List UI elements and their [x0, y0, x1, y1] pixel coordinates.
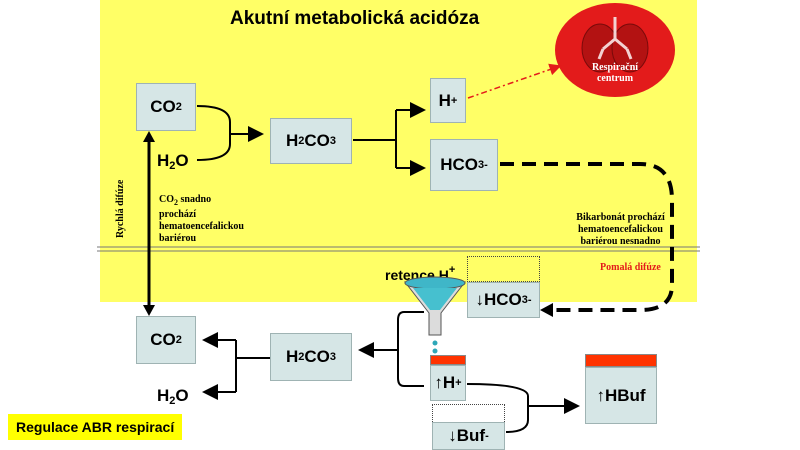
co2-note-sub: 2: [174, 198, 178, 207]
hco3-slow-diffusion-path: [500, 162, 674, 312]
bottom-h-sup: +: [455, 377, 462, 389]
bicarbonate-note-line3: bariérou nesnadno: [580, 236, 661, 247]
bottom-co2-sub: 2: [175, 334, 182, 346]
top-h2o-label: H2O: [157, 151, 189, 172]
bicarbonate-note: Bikarbonát prochází hematoencefalickou b…: [558, 212, 683, 248]
bottom-hbuf-box: ↑HBuf: [585, 367, 657, 424]
respiratory-centre-line2: centrum: [596, 73, 634, 84]
h-plus-to-centre-arrow: [467, 63, 562, 99]
slow-diffusion-label: Pomalá difúze: [600, 262, 661, 273]
bottom-h2o-sub: 2: [169, 395, 176, 407]
co2-note-line4: bariérou: [159, 233, 197, 244]
respiratory-centre-line1: Respirační: [591, 62, 639, 73]
bottom-buf-sup: -: [485, 430, 489, 442]
top-h2co3-h: H: [285, 131, 299, 150]
top-hco3-text: HCO: [440, 155, 478, 174]
top-h-sup: +: [450, 94, 458, 107]
retention-sup: +: [448, 264, 456, 276]
top-hco3-sup: -: [484, 159, 488, 171]
bottom-co2-text: CO: [150, 330, 176, 349]
co2-note-line3: hematoencefalickou: [159, 221, 244, 232]
top-hco3-sub: 3: [477, 159, 485, 171]
bottom-h2co3-h: H: [285, 347, 299, 366]
bicarbonate-note-line1: Bikarbonát prochází: [576, 212, 665, 223]
bottom-buf-text: ↓Buf: [448, 426, 486, 445]
hbuf-increase-bar: [585, 354, 657, 367]
top-h2co3-co: CO: [304, 131, 330, 150]
footer-label: Regulace ABR respirací: [8, 414, 183, 440]
top-h2o-sub: 2: [169, 160, 176, 172]
bottom-h2o-o: O: [175, 386, 189, 405]
diagram-title: Akutní metabolická acidóza: [230, 8, 480, 29]
funnel-icon: [403, 276, 467, 354]
top-h-plus-box: H+: [430, 78, 466, 123]
top-h-text: H: [438, 90, 451, 110]
top-co2-sub: 2: [175, 101, 182, 113]
co2-note-rest: snadno: [178, 194, 212, 205]
fast-diffusion-arrowhead-down: [143, 305, 155, 316]
bottom-hco3-sub: 3: [521, 294, 528, 306]
top-h2co3-sub2: 3: [329, 135, 337, 147]
co2-note-line2: prochází: [159, 209, 197, 220]
top-h2o-h: H: [157, 151, 170, 170]
hco3-slow-diffusion-arrowhead: [540, 303, 553, 317]
bottom-split-bracket: [397, 311, 424, 387]
top-co2-text: CO: [150, 97, 176, 116]
bottom-h2co3-sub2: 3: [329, 351, 337, 363]
bottom-h-plus-box: ↑H+: [430, 365, 466, 401]
respiratory-centre-label: Respirační centrum: [555, 62, 675, 84]
co2-note-co: CO: [159, 194, 174, 205]
bottom-h2o-h: H: [157, 386, 170, 405]
top-h2o-o: O: [175, 151, 189, 170]
top-merge-bracket: [196, 105, 231, 161]
bottom-hco3-text: ↓HCO: [475, 290, 522, 309]
bottom-hco3-sup: -: [527, 294, 532, 306]
bottom-hbuf-text: ↑HBuf: [596, 385, 646, 405]
lungs-icon: [555, 3, 675, 97]
fast-diffusion-arrowhead-up: [143, 131, 155, 142]
h-plus-increase-bar: [430, 355, 466, 365]
bottom-h2co3-sub1: 2: [298, 351, 305, 363]
co2-note: CO2 snadno prochází hematoencefalickou b…: [159, 194, 244, 245]
hco3-depleted-outline: [467, 256, 540, 282]
co2-note-line1: CO2 snadno: [159, 194, 244, 209]
buffer-merge-bracket: [466, 383, 529, 433]
top-h2co3-sub1: 2: [298, 135, 305, 147]
bicarbonate-note-line2: hematoencefalickou: [578, 224, 663, 235]
bottom-h2o-label: H2O: [157, 386, 189, 407]
bottom-h-text: ↑H: [434, 373, 456, 392]
bottom-h2co3-co: CO: [304, 347, 330, 366]
